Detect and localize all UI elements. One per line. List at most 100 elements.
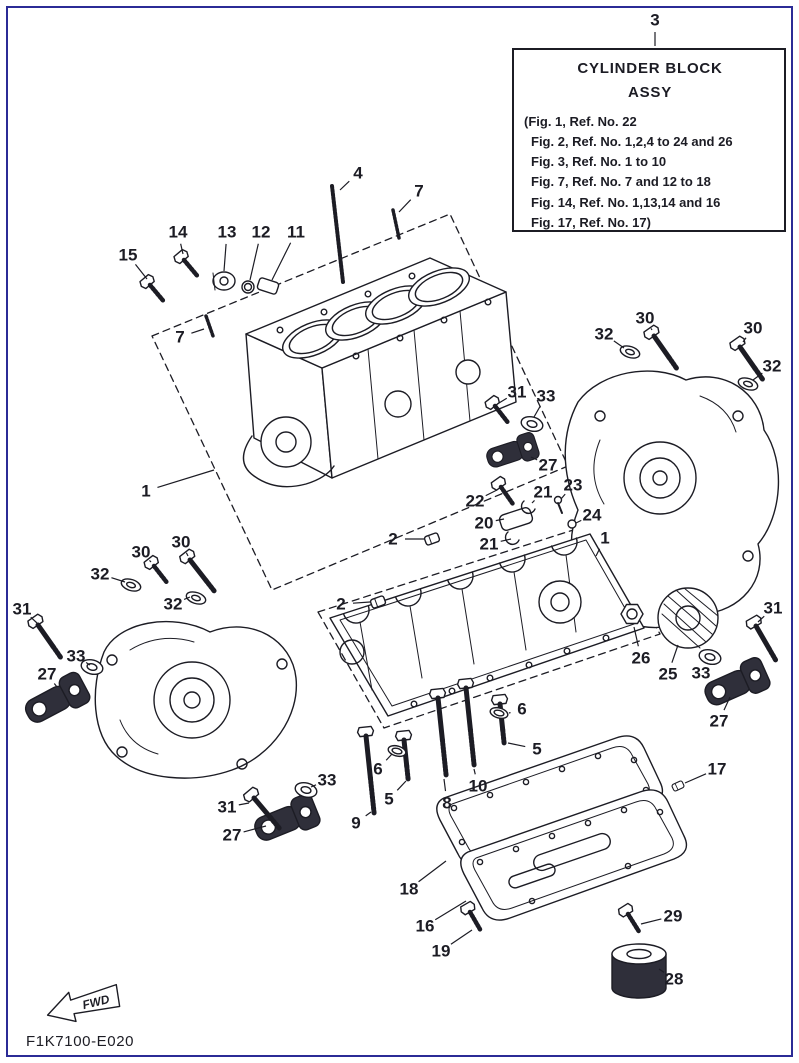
callout-label: 27 (539, 456, 558, 475)
engine-mount-top-drawing (482, 430, 542, 474)
callout-leader (500, 538, 512, 542)
stud-7-left-drawing (204, 314, 215, 338)
clamp-21-b-drawing (504, 531, 520, 546)
callout-label: 32 (91, 565, 110, 584)
fwd-arrow-shape (46, 983, 121, 1023)
callout-leader (223, 243, 227, 272)
callout-leader (85, 661, 91, 666)
stud-bolt-4-drawing (330, 184, 345, 284)
callout-label: 23 (564, 476, 583, 495)
bolt-30-d-drawing (178, 548, 221, 596)
washer-32-c-drawing (119, 575, 143, 595)
callout-leader (684, 773, 707, 784)
dowel-2-a-drawing (423, 531, 441, 547)
callout-leader (134, 264, 148, 280)
callout-label: 30 (172, 533, 191, 552)
oil-pan-plate-drawing (460, 789, 688, 921)
callout-leader (365, 811, 372, 817)
callout-label: 9 (351, 814, 360, 833)
bolt-30-a-drawing (642, 324, 683, 373)
info-ref-line-2: Fig. 2, Ref. No. 1,2,4 to 24 and 26 (531, 134, 733, 150)
callout-label: 26 (632, 649, 651, 668)
callout-leader (495, 518, 505, 522)
callout-label: 5 (532, 740, 541, 759)
callout-label: 2 (388, 530, 397, 549)
callout-leader (450, 929, 473, 945)
callout-leader (575, 519, 582, 524)
callout-label: 1 (141, 482, 150, 501)
callout-leader (498, 397, 508, 404)
bolt-8-drawing (429, 688, 454, 776)
callout-leader (640, 918, 662, 925)
callout-leader (560, 493, 566, 500)
callout-label: 21 (534, 483, 553, 502)
callout-label: 11 (287, 223, 305, 242)
callout-label: 17 (708, 760, 727, 779)
callout-leader (752, 372, 763, 381)
stud-7-top-drawing (391, 208, 401, 240)
callout-label: 31 (13, 600, 32, 619)
info-box-title-line2: ASSY (627, 84, 673, 101)
callout-leader (531, 500, 535, 504)
callout-leader (385, 753, 393, 761)
lower-assembly-dashed-outline (317, 521, 661, 729)
callout-label: 32 (164, 595, 183, 614)
callout-label: 28 (665, 970, 684, 989)
callout-leader (633, 626, 639, 647)
callout-leader (485, 489, 498, 497)
callout-label: 27 (710, 712, 729, 731)
callout-label: 10 (469, 777, 488, 796)
callout-leader (671, 644, 679, 663)
callout-label: 7 (414, 182, 423, 201)
callout-label: 21 (480, 535, 499, 554)
callout-leader (658, 968, 665, 973)
callout-leader (434, 900, 467, 921)
callout-label: 32 (763, 357, 782, 376)
crankcase-drawing (329, 533, 645, 717)
callout-label: 31 (508, 383, 527, 402)
callout-leader (418, 860, 447, 883)
holder-13-drawing (212, 271, 236, 291)
callout-leader (185, 552, 189, 557)
callout-leader (742, 337, 747, 343)
info-ref-line-6: Fig. 17, Ref. No. 17) (531, 214, 651, 230)
callout-label: 12 (252, 223, 271, 242)
oil-filter-drawing (657, 587, 719, 649)
info-box: CYLINDER BLOCK ASSY (Fig. 1, Ref. No. 22… (512, 48, 786, 232)
bolt-31-left-drawing (26, 613, 67, 662)
joint-11-drawing (256, 277, 280, 295)
pin-17-drawing (670, 779, 686, 793)
damper-28-drawing (611, 943, 667, 999)
callout-label: 33 (537, 387, 556, 406)
callout-leader (243, 825, 267, 833)
info-ref-line-3: Fig. 3, Ref. No. 1 to 10 (531, 154, 667, 170)
callout-leader (149, 560, 152, 563)
callout-leader (613, 340, 625, 349)
oring-12-drawing (241, 280, 255, 294)
callout-label: 1 (600, 529, 609, 548)
screw-23-drawing (553, 495, 563, 514)
callout-leader (111, 577, 126, 583)
callout-label: 20 (475, 514, 494, 533)
info-ref-line-5: Fig. 14, Ref. No. 1,13,14 and 16 (531, 194, 721, 210)
callout-label: 25 (659, 665, 678, 684)
bolt-15-drawing (138, 273, 168, 305)
callout-leader (180, 243, 184, 255)
callout-leader (53, 683, 58, 688)
callout-leader (650, 328, 653, 331)
callout-label: 15 (119, 246, 138, 265)
callout-label: 22 (466, 492, 485, 511)
callout-label: 6 (373, 760, 382, 779)
callout-label: 24 (583, 506, 602, 525)
callout-label: 31 (218, 798, 237, 817)
callout-label: 33 (67, 647, 86, 666)
callout-leader (507, 742, 526, 748)
callout-leader (310, 784, 317, 788)
callout-label: 3 (650, 11, 659, 30)
callout-label: 19 (432, 942, 451, 961)
bolt-29-drawing (617, 902, 645, 935)
callout-label: 30 (636, 309, 655, 328)
callout-label: 4 (353, 164, 363, 183)
